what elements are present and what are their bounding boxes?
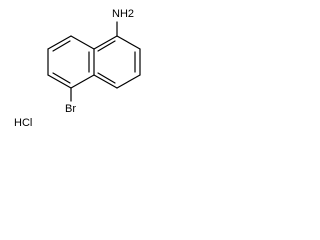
bond-c6-c5-double — [52, 72, 71, 84]
bond-c4-c4a — [93, 74, 118, 89]
right-ring — [93, 35, 141, 89]
bromo-label: Br — [65, 103, 76, 115]
bond-c4-c4a-double — [97, 72, 116, 84]
bond-c3-c4 — [116, 74, 141, 89]
amine-label: NH2 — [112, 8, 134, 20]
bond-c8-c7 — [47, 35, 72, 50]
bond-c8-c7-double — [52, 40, 71, 52]
bond-c6-c5 — [47, 74, 72, 89]
structure-diagram: NH2 Br HCl — [14, 8, 141, 129]
left-ring — [47, 35, 95, 89]
bond-c8a-c8 — [70, 35, 95, 50]
bond-c8a-c1-double — [97, 40, 116, 52]
bond-c1-c2 — [116, 35, 141, 50]
bond-c5-c4a — [70, 74, 95, 89]
hcl-label: HCl — [14, 117, 32, 129]
bond-c8a-c1 — [93, 35, 118, 50]
